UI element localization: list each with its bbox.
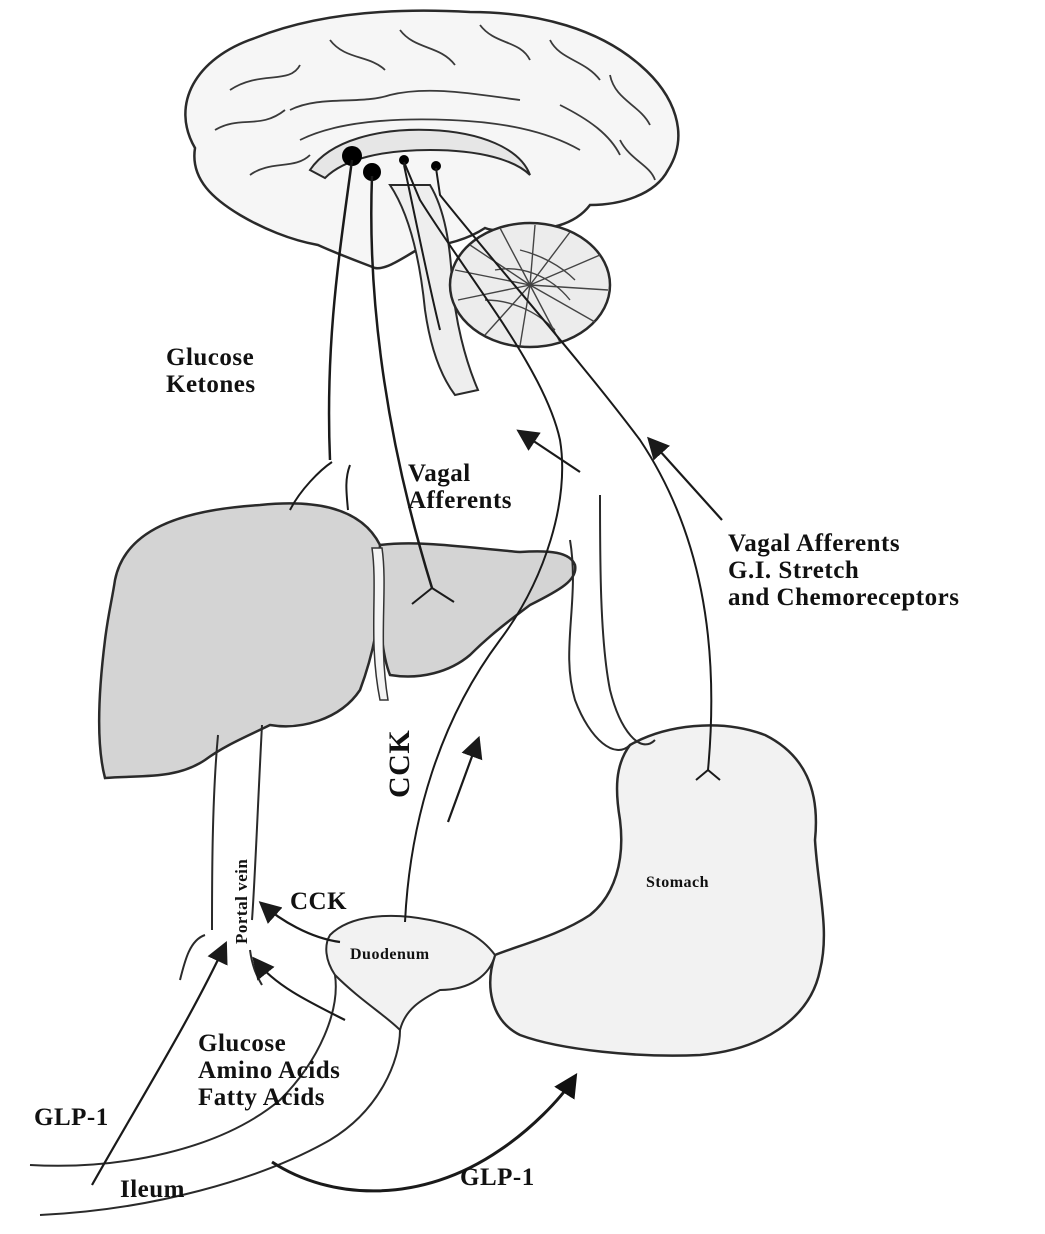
arrow-vagal-2 — [650, 440, 722, 520]
label-cck-vertical: CCK — [386, 730, 413, 798]
label-duodenum: Duodenum — [350, 946, 430, 964]
arrow-vagal-1 — [520, 432, 580, 472]
arrow-cck-up — [448, 740, 478, 822]
liver — [99, 503, 575, 778]
label-vagal-afferents-gi: Vagal Afferents G.I. Stretch and Chemore… — [728, 530, 959, 611]
esophagus — [569, 495, 655, 750]
label-ileum: Ileum — [120, 1176, 185, 1203]
label-nutrients: Glucose Amino Acids Fatty Acids — [198, 1030, 340, 1111]
label-glp1-left: GLP-1 — [34, 1104, 109, 1131]
cerebellum — [450, 223, 610, 347]
label-glucose-ketones: Glucose Ketones — [166, 344, 256, 398]
liver-right-lobe — [99, 503, 381, 778]
label-stomach: Stomach — [646, 874, 709, 892]
label-vagal-afferents-liver: Vagal Afferents — [408, 460, 512, 514]
brain — [185, 11, 678, 395]
liver-left-lobe — [379, 543, 575, 676]
label-glp1-bottom: GLP-1 — [460, 1164, 535, 1191]
label-portal-vein: Portal vein — [228, 859, 255, 944]
label-cck-horizontal: CCK — [290, 888, 347, 915]
duodenum-segment — [326, 916, 495, 1030]
